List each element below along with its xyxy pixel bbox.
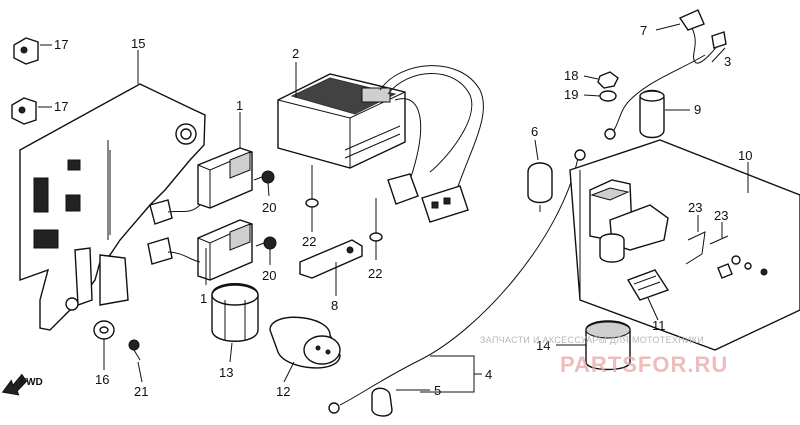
callout-7: 7 xyxy=(640,23,647,38)
stay-9 xyxy=(299,239,363,279)
forward-arrow-icon xyxy=(1,373,28,396)
bolt-20-lower xyxy=(255,236,277,250)
forward-direction-label: FWD xyxy=(20,377,43,388)
callout-8: 9 xyxy=(694,102,701,117)
relay-1-upper xyxy=(149,147,253,225)
callout-14: 13 xyxy=(219,365,233,380)
callout-19: 19 xyxy=(564,87,578,102)
bolt-22-left xyxy=(305,165,319,208)
callout-17b: 17 xyxy=(54,99,68,114)
callout-23a: 23 xyxy=(688,200,702,215)
callout-10: 10 xyxy=(738,148,752,163)
callout-2: 2 xyxy=(292,46,299,61)
watermark: ЗАПЧАСТИ И АКСЕССУАРЫ ДЛЯ МОТОТЕХНИКИ PA… xyxy=(480,335,728,377)
relay-1-lower xyxy=(147,219,253,281)
callout-9: 8 xyxy=(331,298,338,313)
callout-4: 4 xyxy=(485,367,492,382)
nut-18 xyxy=(597,71,619,89)
callout-16: 16 xyxy=(95,372,109,387)
bolt-21 xyxy=(128,339,141,361)
callout-22a: 22 xyxy=(302,234,316,249)
callout-15: 15 xyxy=(131,36,145,51)
clip-17-top xyxy=(13,37,39,65)
callout-3: 3 xyxy=(724,54,731,69)
washer-19 xyxy=(599,90,617,102)
flasher-13 xyxy=(269,316,341,369)
clip-17-bottom xyxy=(11,97,37,125)
terminal-cover-5 xyxy=(371,387,393,417)
watermark-brand: PARTSFOR.RU xyxy=(560,352,728,377)
callout-20b: 20 xyxy=(262,268,276,283)
starter-relay-12 xyxy=(585,320,631,371)
callout-13: 12 xyxy=(276,384,290,399)
callout-18: 18 xyxy=(564,68,578,83)
starter-relay-box-10 xyxy=(569,139,800,351)
regulator-rectifier-2 xyxy=(277,65,484,223)
bracket-plate-15 xyxy=(19,83,206,331)
callout-6: 6 xyxy=(531,124,538,139)
cable-3 xyxy=(604,9,727,140)
washer-16 xyxy=(93,320,115,340)
leader-lines xyxy=(38,23,749,393)
bolt-22-right xyxy=(369,198,383,242)
battery-cable-4 xyxy=(328,149,586,414)
terminal-cover-8 xyxy=(639,89,665,139)
callout-1b: 1 xyxy=(200,291,207,306)
callout-11: 11 xyxy=(652,318,666,333)
terminal-cover-6 xyxy=(527,162,553,212)
callout-23b: 23 xyxy=(714,208,728,223)
callout-labels: 17 17 15 1 1 2 20 20 22 22 8 13 12 16 21… xyxy=(54,23,752,399)
callout-21: 21 xyxy=(134,384,148,399)
callout-20a: 20 xyxy=(262,200,276,215)
cushion-14 xyxy=(211,283,259,342)
callout-1a: 1 xyxy=(236,98,243,113)
bolt-20-upper xyxy=(253,170,275,184)
callout-12: 14 xyxy=(536,338,550,353)
callout-22b: 22 xyxy=(368,266,382,281)
watermark-caption: ЗАПЧАСТИ И АКСЕССУАРЫ ДЛЯ МОТОТЕХНИКИ xyxy=(480,335,704,345)
callout-17a: 17 xyxy=(54,37,68,52)
callout-5: 5 xyxy=(434,383,441,398)
